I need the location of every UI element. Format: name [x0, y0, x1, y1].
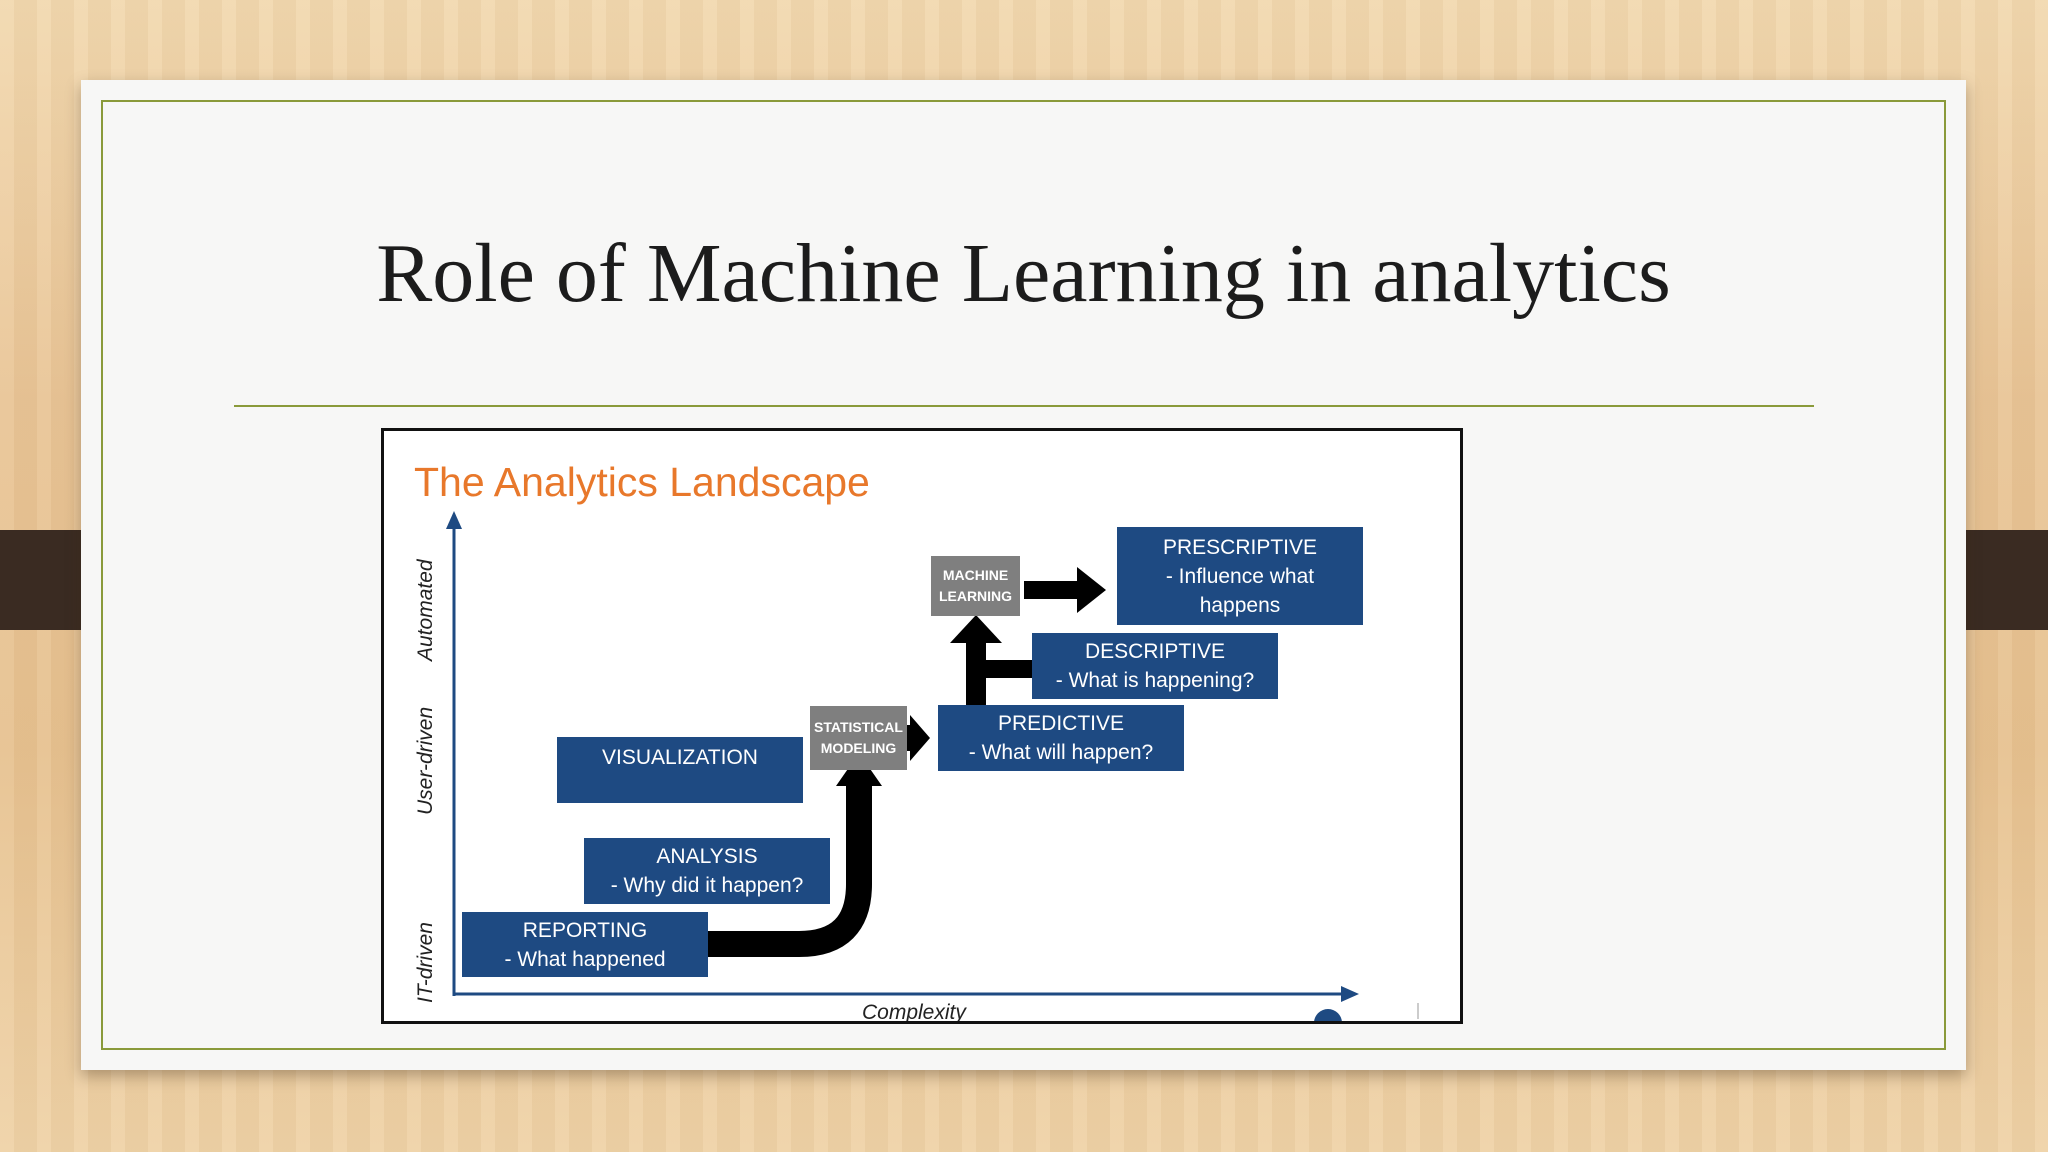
box-descriptive: DESCRIPTIVE - What is happening? — [1032, 633, 1278, 699]
prescriptive-title: PRESCRIPTIVE — [1162, 535, 1318, 559]
x-axis-arrowhead — [1341, 986, 1359, 1002]
slide: Role of Machine Learning in analytics Th… — [81, 80, 1966, 1070]
reporting-subtitle: - What happened — [504, 947, 666, 971]
prescriptive-subtitle-1: - Influence what — [1165, 564, 1315, 588]
descriptive-title: DESCRIPTIVE — [1084, 640, 1226, 663]
box-predictive: PREDICTIVE - What will happen? — [938, 705, 1184, 771]
box-statistical-modeling: STATISTICAL MODELING — [810, 706, 907, 770]
ml-to-prescriptive-arrowhead — [1077, 567, 1106, 613]
y-axis-arrowhead — [446, 511, 462, 529]
title-divider — [234, 405, 1814, 407]
slide-frame — [101, 100, 1946, 1050]
reporting-title: REPORTING — [522, 918, 648, 942]
statistical-modeling-line1: STATISTICAL — [814, 719, 903, 735]
predictive-to-ml-arrowhead — [950, 615, 1002, 643]
x-label-complexity: Complexity — [862, 1001, 966, 1024]
y-label-user-driven: User-driven — [414, 706, 437, 815]
y-label-automated: Automated — [414, 559, 437, 661]
diagram-graphics — [446, 511, 1419, 1021]
box-reporting: REPORTING - What happened — [462, 912, 708, 977]
visualization-title: VISUALIZATION — [602, 746, 758, 769]
modeling-to-predictive-arrowhead — [910, 715, 930, 761]
reporting-to-modeling-arrow — [702, 781, 872, 957]
predictive-subtitle: - What will happen? — [968, 741, 1154, 764]
ml-to-prescriptive-shaft — [1024, 581, 1079, 599]
slide-title: Role of Machine Learning in analytics — [376, 227, 1671, 320]
box-analysis: ANALYSIS - Why did it happen? — [584, 838, 830, 904]
partial-circle-mark — [1314, 1009, 1342, 1021]
descriptive-subtitle: - What is happening? — [1055, 669, 1255, 692]
predictive-to-ml-connector — [976, 660, 1046, 678]
box-visualization: VISUALIZATION — [557, 737, 803, 803]
diagram-title: The Analytics Landscape — [414, 459, 870, 505]
analytics-landscape-diagram: The Analytics Landscape IT-drive — [381, 428, 1463, 1024]
box-machine-learning: MACHINE LEARNING — [931, 556, 1020, 616]
statistical-modeling-line2: MODELING — [820, 740, 897, 756]
machine-learning-line2: LEARNING — [938, 588, 1013, 604]
analysis-subtitle: - Why did it happen? — [610, 874, 804, 897]
y-label-it-driven: IT-driven — [414, 922, 437, 1003]
analysis-title: ANALYSIS — [656, 845, 758, 868]
machine-learning-line1: MACHINE — [942, 567, 1009, 583]
predictive-title: PREDICTIVE — [997, 712, 1125, 735]
box-prescriptive: PRESCRIPTIVE - Influence what happens — [1117, 527, 1363, 625]
prescriptive-subtitle-2: happens — [1199, 593, 1281, 617]
